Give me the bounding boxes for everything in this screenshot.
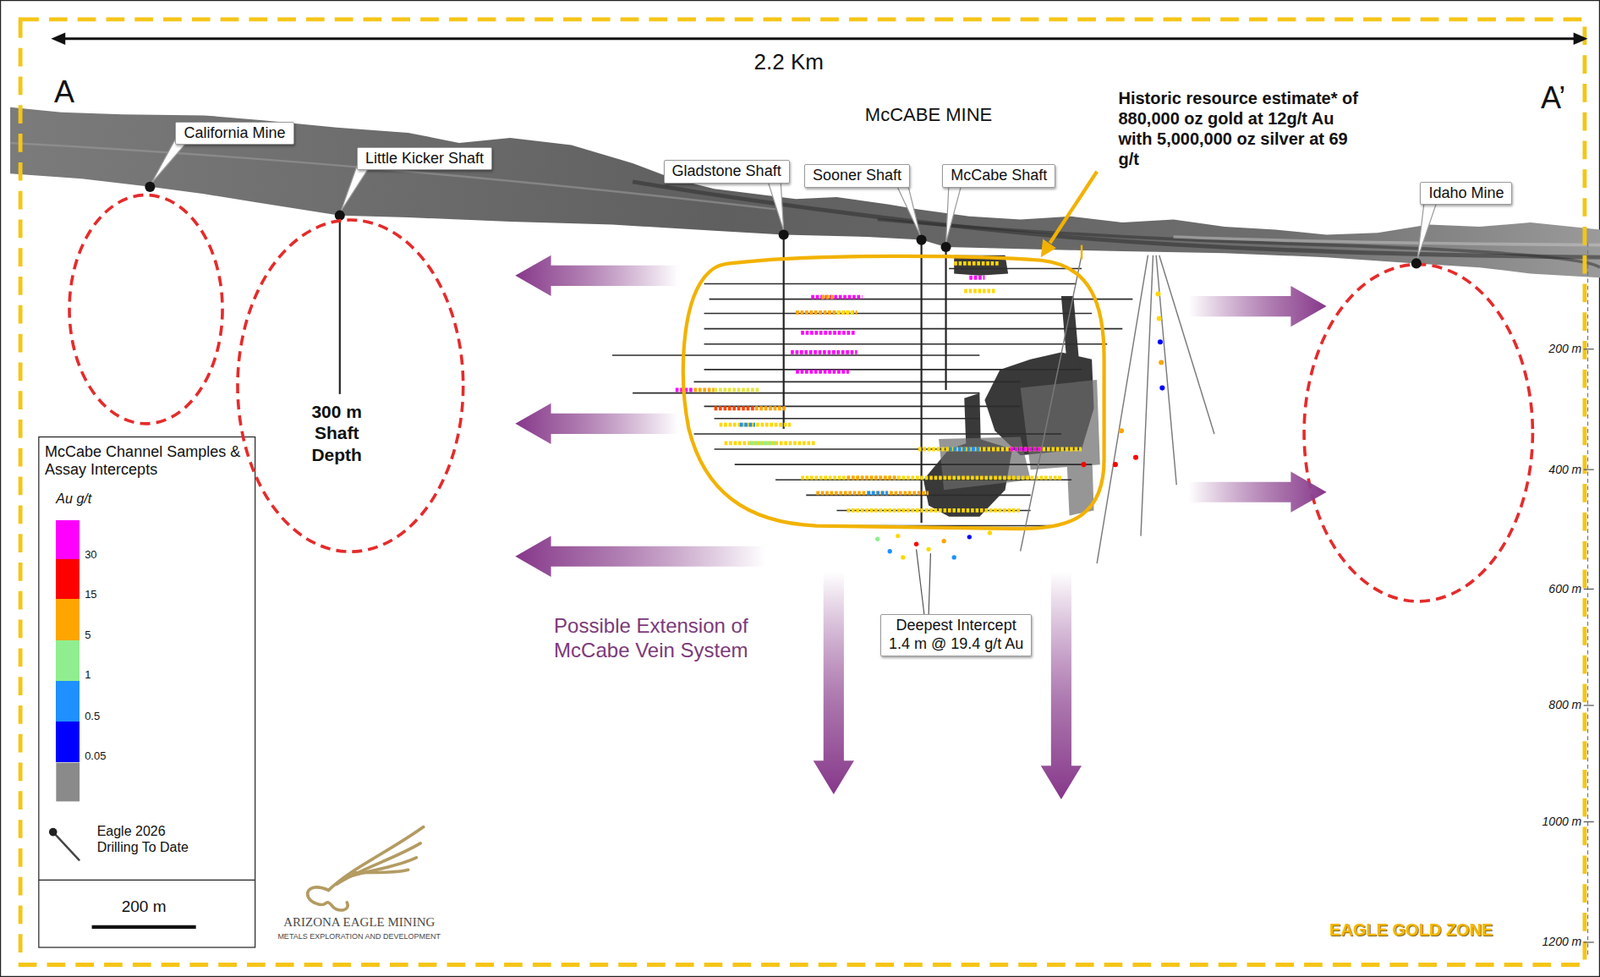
depth-label: 800 m — [1548, 697, 1582, 713]
depth-label: 600 m — [1548, 581, 1582, 597]
section-end-label: A — [54, 73, 75, 110]
depth-label: 1200 m — [1542, 934, 1583, 949]
legend-value: 15 — [84, 587, 97, 602]
shaft-depth-text: 300 m Shaft Depth — [303, 400, 370, 466]
color-swatch — [55, 558, 80, 599]
callout-box: California Mine — [175, 121, 294, 146]
zone-name: EAGLE GOLD ZONE — [1329, 919, 1493, 940]
resource-note: Historic resource estimate* of 880,000 o… — [1117, 87, 1372, 170]
logo-name: ARIZONA EAGLE MINING — [283, 914, 435, 930]
callout-text: Little Kicker Shaft — [365, 149, 484, 169]
callout-box: McCabe Shaft — [942, 164, 1056, 188]
ellipse-outline — [235, 217, 466, 554]
color-swatch — [55, 520, 80, 559]
target-ellipse: 300 m Shaft Depth — [235, 217, 466, 554]
legend-value: 5 — [84, 628, 91, 642]
legend-title: McCabe Channel Samples & Assay Intercept… — [44, 443, 248, 480]
callout-box: Idaho Mine — [1419, 181, 1513, 206]
legend-value: 0.05 — [84, 749, 106, 763]
legend-text: Eagle 2026 Drilling To Date — [97, 822, 201, 855]
scale-label: 200 m — [121, 897, 167, 917]
callout-text: California Mine — [183, 124, 285, 143]
callout-text: Deepest Intercept — [888, 616, 1024, 636]
dimension-label: 2.2 Km — [754, 49, 824, 76]
ellipse-line — [237, 219, 464, 552]
color-swatch — [55, 721, 80, 762]
callout-box: Deepest Intercept1.4 m @ 19.4 g/t Au — [880, 613, 1032, 656]
depth-label: 200 m — [1548, 341, 1582, 357]
callout-box: Sooner Shaft — [804, 164, 910, 188]
depth-label: 1000 m — [1542, 814, 1583, 829]
color-swatch — [55, 680, 80, 722]
legend-value: 0.5 — [84, 709, 100, 724]
callout-text: Sooner Shaft — [812, 166, 902, 186]
callout-box: Little Kicker Shaft — [356, 147, 493, 171]
legend-value: 30 — [84, 547, 97, 562]
depth-label: 400 m — [1548, 462, 1582, 477]
section-end-label: A’ — [1540, 79, 1566, 116]
callout-box: Gladstone Shaft — [663, 159, 790, 184]
color-swatch — [55, 640, 80, 681]
logo-tagline: METALS EXPLORATION AND DEVELOPMENT — [277, 931, 441, 942]
extension-note: Possible Extension of McCabe Vein System — [524, 613, 779, 664]
callout-text: Gladstone Shaft — [672, 162, 782, 181]
callout-text: McCabe Shaft — [950, 166, 1047, 186]
color-swatch — [55, 598, 80, 640]
legend-value: 1 — [84, 668, 91, 682]
callout-text: 1.4 m @ 19.4 g/t Au — [888, 635, 1024, 654]
mine-name: McCABE MINE — [865, 104, 992, 127]
callout-text: Idaho Mine — [1428, 184, 1504, 203]
legend-unit: Au g/t — [55, 490, 92, 507]
